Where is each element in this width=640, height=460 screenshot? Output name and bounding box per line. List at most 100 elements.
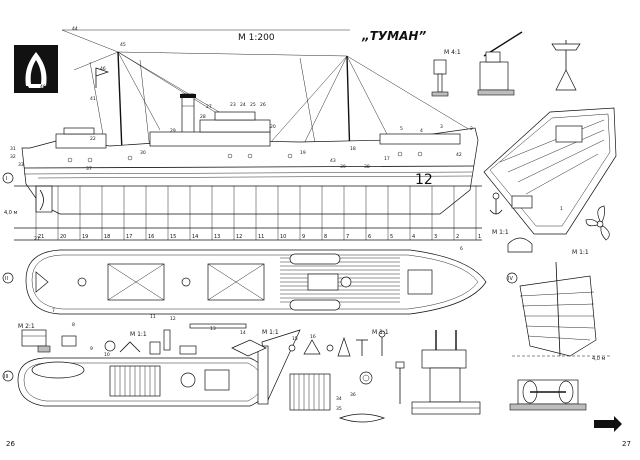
svg-text:22: 22: [90, 136, 96, 142]
svg-text:21: 21: [34, 236, 40, 242]
svg-text:21: 21: [38, 234, 44, 240]
svg-text:14: 14: [192, 234, 198, 240]
svg-text:4: 4: [412, 234, 415, 240]
svg-text:10: 10: [280, 234, 286, 240]
svg-text:36: 36: [350, 392, 356, 398]
svg-text:11: 11: [150, 314, 156, 320]
svg-text:I: I: [6, 176, 7, 182]
page-number-left: 26: [6, 440, 15, 448]
svg-text:14: 14: [240, 330, 246, 336]
main-scale-label: M 1:200: [238, 33, 275, 43]
svg-text:17: 17: [126, 234, 132, 240]
funnel: [180, 93, 196, 139]
svg-text:8: 8: [324, 234, 327, 240]
svg-text:11: 11: [258, 234, 264, 240]
svg-text:31: 31: [10, 146, 16, 152]
svg-text:32: 32: [10, 154, 16, 160]
svg-text:13: 13: [210, 326, 216, 332]
svg-text:23: 23: [230, 102, 236, 108]
svg-text:45: 45: [120, 42, 126, 48]
anchor-scale-label: M 1:1: [492, 229, 509, 236]
svg-text:9: 9: [302, 234, 305, 240]
svg-text:8: 8: [72, 322, 75, 328]
svg-text:44: 44: [72, 26, 78, 32]
svg-text:2: 2: [470, 126, 473, 132]
svg-text:12: 12: [236, 234, 242, 240]
ship-title: „ТУМАН”: [361, 29, 426, 43]
svg-text:43: 43: [330, 158, 336, 164]
svg-text:16: 16: [310, 334, 316, 340]
svg-text:3: 3: [440, 124, 443, 130]
svg-text:20: 20: [270, 124, 276, 130]
deck-plan: [25, 249, 487, 315]
svg-text:41: 41: [90, 96, 96, 102]
lower-deck-plan: [17, 357, 273, 407]
svg-text:5: 5: [390, 234, 393, 240]
svg-text:39: 39: [340, 164, 346, 170]
propeller-scale-label: M 1:1: [572, 249, 589, 256]
wind-vane-icon: [551, 40, 581, 91]
svg-text:16: 16: [148, 234, 154, 240]
svg-text:7: 7: [346, 234, 349, 240]
svg-text:II: II: [5, 276, 8, 282]
bow-perspective: [483, 107, 617, 235]
svg-text:34: 34: [336, 396, 342, 402]
svg-text:29: 29: [170, 128, 176, 134]
deck-gun: M 4:1: [431, 31, 523, 97]
svg-text:III: III: [4, 374, 8, 380]
anchor-icon: [489, 192, 503, 215]
side-profile: 12: [21, 111, 479, 215]
station-labels: 21 20 19 18 17 16 15 14 13 12 11 10 9 8 …: [38, 234, 481, 240]
svg-text:37: 37: [86, 166, 92, 172]
winch-perspective: [509, 379, 587, 411]
fitting-a-scale-label: M 1:1: [262, 329, 279, 336]
svg-text:17: 17: [384, 156, 390, 162]
svg-text:19: 19: [300, 150, 306, 156]
svg-text:26: 26: [260, 102, 266, 108]
svg-text:18: 18: [350, 146, 356, 152]
svg-text:1: 1: [478, 234, 481, 240]
propeller-icon: M 1:1: [572, 205, 610, 256]
body-plan-waterline-label: 4,0 м: [592, 356, 606, 362]
svg-text:3: 3: [434, 234, 437, 240]
svg-text:15: 15: [292, 336, 298, 342]
svg-text:33: 33: [18, 162, 24, 168]
svg-text:35: 35: [336, 406, 342, 412]
svg-text:40: 40: [40, 84, 46, 90]
boat-scale-label: M 1:1: [130, 331, 147, 338]
svg-text:10: 10: [104, 352, 110, 358]
svg-text:27: 27: [206, 104, 212, 110]
gun-scale-label: M 4:1: [444, 49, 461, 56]
svg-text:25: 25: [250, 102, 256, 108]
arrow-icon: [594, 416, 622, 432]
waterline-label: 4,0 м: [4, 210, 18, 216]
svg-text:13: 13: [214, 234, 220, 240]
fitting-b-scale-label: M 1:1: [372, 329, 389, 336]
svg-text:IV: IV: [508, 276, 513, 282]
stern-section: [411, 330, 481, 415]
svg-text:12: 12: [170, 316, 176, 322]
svg-text:4: 4: [420, 128, 423, 134]
page-number-right: 27: [622, 440, 631, 448]
davit-scale-label: M 2:1: [18, 323, 35, 330]
station-grid: 4,0 м: [4, 185, 482, 241]
svg-text:19: 19: [82, 234, 88, 240]
svg-text:18: 18: [104, 234, 110, 240]
svg-text:6: 6: [368, 234, 371, 240]
view-labels: I II III IV: [2, 172, 518, 382]
svg-text:9: 9: [90, 346, 93, 352]
svg-text:15: 15: [170, 234, 176, 240]
ship-emblem-icon: [14, 45, 58, 93]
svg-text:6: 6: [460, 246, 463, 252]
svg-text:1: 1: [560, 206, 563, 212]
part-callouts: 1 2 3 4 5 6 7 8 9 10 11 12 13 14 15 16 1…: [10, 26, 563, 412]
flag-icon: [95, 67, 110, 88]
svg-text:42: 42: [456, 152, 462, 158]
svg-text:38: 38: [364, 164, 370, 170]
svg-text:5: 5: [400, 126, 403, 132]
hull-body-plan: 4,0 м: [512, 261, 610, 362]
svg-text:2: 2: [456, 234, 459, 240]
hull-number: 12: [415, 172, 433, 188]
